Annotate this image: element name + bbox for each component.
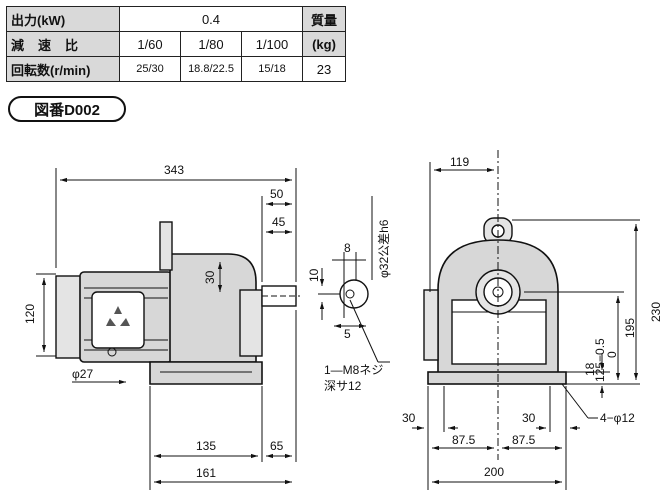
tapped-hole-icon bbox=[345, 289, 355, 299]
side-dimension-lines bbox=[36, 168, 297, 490]
spec-row-ratio: 減速比 1/60 1/80 1/100 (kg) bbox=[6, 31, 346, 57]
dim-30-left: 30 bbox=[402, 411, 416, 425]
dim-120: 120 bbox=[23, 304, 37, 324]
ratio-label: 減速比 bbox=[6, 31, 120, 57]
shaft-end-detail bbox=[318, 196, 390, 363]
dim-phi27: φ27 bbox=[72, 367, 93, 381]
motor-fan-cover bbox=[55, 275, 83, 359]
holes-label: 4−φ12 bbox=[600, 411, 635, 425]
front-dimension-lines bbox=[412, 162, 640, 490]
dim-161: 161 bbox=[196, 466, 216, 480]
eyebolt-bracket bbox=[159, 221, 173, 271]
dim-135: 135 bbox=[196, 439, 216, 453]
speed-value: 15/18 bbox=[241, 56, 303, 82]
spec-table: 出力(kW) 0.4 質量 減速比 1/60 1/80 1/100 (kg) 回… bbox=[6, 6, 346, 82]
output-label: 出力(kW) bbox=[6, 6, 120, 32]
dim-shaft-phi32: φ32公差h6 bbox=[377, 219, 391, 278]
dim-343: 343 bbox=[164, 163, 184, 177]
dim-200: 200 bbox=[484, 465, 504, 479]
output-flange bbox=[239, 289, 263, 357]
mitsubishi-logo-icon bbox=[106, 306, 130, 326]
dim-tol-top: 0 bbox=[605, 351, 619, 358]
dim-119: 119 bbox=[450, 155, 469, 169]
dim-8: 8 bbox=[344, 241, 351, 255]
spec-row-speed: 回転数(r/min) 25/30 18.8/22.5 15/18 23 bbox=[6, 56, 346, 82]
dim-30-right: 30 bbox=[522, 411, 536, 425]
dim-18: 18 bbox=[583, 362, 597, 376]
speed-value: 25/30 bbox=[119, 56, 181, 82]
eyebolt-side bbox=[423, 289, 439, 361]
base-foot bbox=[149, 361, 263, 385]
dim-125-tol: 125−0.5 bbox=[593, 338, 607, 382]
spec-row-output: 出力(kW) 0.4 質量 bbox=[6, 6, 346, 32]
dim-195: 195 bbox=[623, 318, 637, 338]
side-view bbox=[55, 221, 300, 385]
mass-unit: (kg) bbox=[302, 31, 346, 57]
dim-5: 5 bbox=[344, 327, 351, 341]
ratio-value: 1/80 bbox=[180, 31, 242, 57]
dim-50: 50 bbox=[270, 187, 284, 201]
tap-label: 1―M8ネジ bbox=[324, 363, 383, 377]
speed-label: 回転数(r/min) bbox=[6, 56, 120, 82]
dim-10: 10 bbox=[307, 268, 321, 282]
drawing-number-badge: 図番D002 bbox=[8, 96, 126, 122]
dim-65: 65 bbox=[270, 439, 284, 453]
front-base bbox=[427, 371, 567, 385]
dim-45: 45 bbox=[272, 215, 286, 229]
speed-value: 18.8/22.5 bbox=[180, 56, 242, 82]
dim-230: 230 bbox=[649, 302, 663, 322]
mass-header: 質量 bbox=[302, 6, 346, 32]
mass-value: 23 bbox=[302, 56, 346, 82]
dim-30-side: 30 bbox=[203, 270, 217, 284]
drain-plug-icon bbox=[107, 347, 117, 357]
tap-depth-label: 深サ12 bbox=[324, 379, 362, 393]
dim-87-5-left: 87.5 bbox=[452, 433, 476, 447]
dim-87-5-right: 87.5 bbox=[512, 433, 536, 447]
terminal-box bbox=[91, 291, 145, 349]
front-view bbox=[423, 150, 567, 460]
